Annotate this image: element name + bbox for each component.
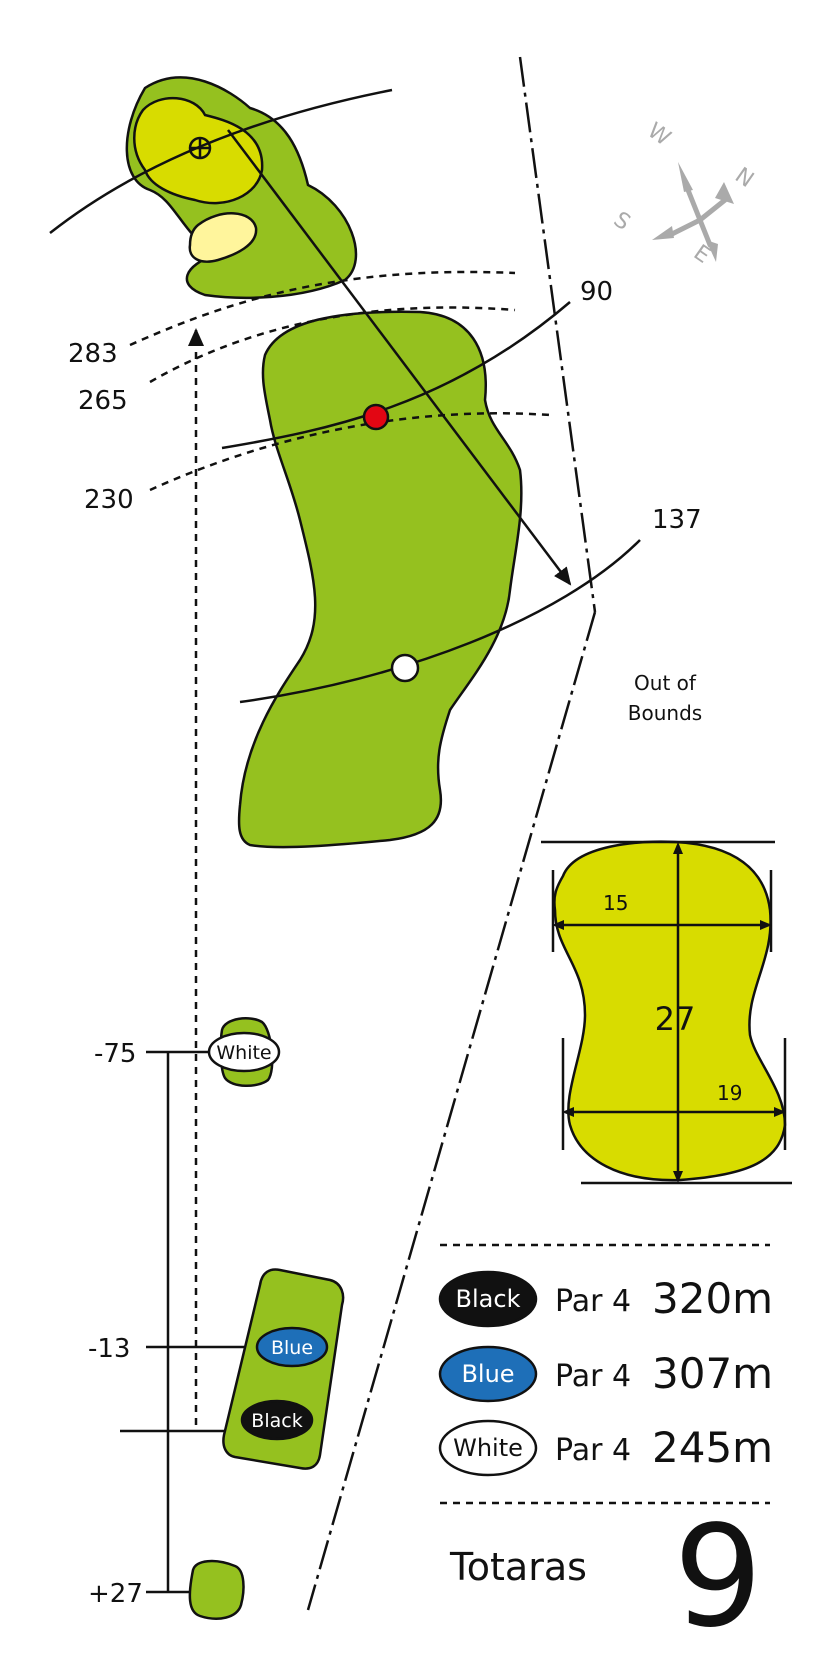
green-diagram: 15 27 19 [541, 840, 792, 1185]
fairway [237, 310, 523, 849]
legend-row-white: White Par 4 245m [438, 1419, 773, 1477]
legend-tee-white: White [453, 1434, 523, 1462]
out-of-bounds-label-line2: Bounds [628, 701, 702, 725]
legend-par-white: Par 4 [555, 1433, 631, 1468]
forward-tee-box [188, 1559, 245, 1620]
tee-marker-black: Black [240, 1399, 314, 1441]
course-name: Totaras [449, 1545, 587, 1589]
compass-e: E [689, 240, 715, 268]
arc-137 [239, 539, 641, 704]
tee-offset-forward: +27 [88, 1579, 143, 1609]
distance-label-90: 90 [580, 277, 613, 307]
hole-number: 9 [673, 1496, 762, 1659]
legend-tee-blue: Blue [461, 1360, 514, 1388]
distance-label-283: 283 [68, 339, 118, 369]
legend-row-black: Black Par 4 320m [438, 1270, 773, 1328]
legend-distance-black: 320m [652, 1274, 773, 1323]
out-of-bounds-label-line1: Out of [634, 671, 697, 695]
svg-text:Blue: Blue [271, 1337, 313, 1359]
arc-283 [129, 270, 516, 347]
green-front-width: 15 [603, 891, 628, 915]
compass-s: S [609, 207, 635, 235]
green-back-width: 19 [717, 1081, 742, 1105]
legend-par-blue: Par 4 [555, 1359, 631, 1394]
tee-offset-blue: -13 [88, 1334, 130, 1364]
out-of-bounds-line-top [518, 56, 597, 613]
playing-line-arrow [227, 129, 572, 586]
arc-90 [221, 301, 571, 450]
legend-distance-white: 245m [652, 1423, 773, 1472]
greenside-bunker [188, 212, 258, 263]
tee-offset-white: -75 [94, 1039, 136, 1069]
svg-text:White: White [216, 1042, 271, 1064]
marker-red [362, 403, 390, 431]
legend-row-blue: Blue Par 4 307m [438, 1345, 773, 1403]
tee-marker-white: White [207, 1031, 281, 1073]
compass-w: W [643, 118, 675, 151]
tee-marker-blue: Blue [255, 1326, 329, 1368]
arc-green-center [49, 88, 393, 234]
compass-icon: W N S E [609, 118, 758, 268]
green-length: 27 [655, 1000, 696, 1038]
arc-265 [149, 306, 516, 384]
distance-label-230: 230 [84, 485, 134, 515]
legend-par-black: Par 4 [555, 1284, 631, 1319]
compass-n: N [730, 163, 758, 193]
legend-distance-blue: 307m [652, 1349, 773, 1398]
out-of-bounds-line-bottom [306, 611, 597, 1611]
putting-green [133, 96, 264, 205]
distance-label-137: 137 [652, 505, 702, 535]
svg-text:Black: Black [251, 1410, 302, 1432]
marker-white [390, 653, 420, 683]
legend-tee-black: Black [456, 1285, 521, 1313]
distance-label-265: 265 [78, 386, 128, 416]
